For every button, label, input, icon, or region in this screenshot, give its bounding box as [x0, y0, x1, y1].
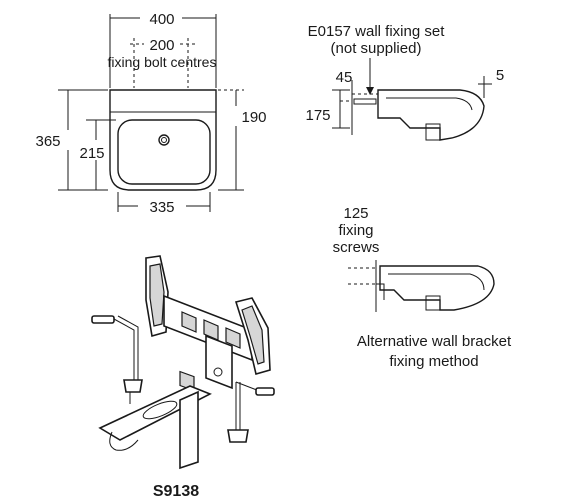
dim-5: 5 — [496, 67, 504, 84]
wall-fixing-label: E0157 wall fixing set — [308, 23, 446, 40]
dim-190: 190 — [241, 109, 266, 126]
fixing-bolt-right — [227, 381, 275, 443]
floor-leg — [179, 390, 199, 470]
dim-175: 175 — [305, 107, 330, 124]
wall-fixing-note: (not supplied) — [331, 40, 422, 57]
alt-caption-line2: fixing method — [389, 353, 478, 370]
dim-215: 215 — [79, 145, 104, 162]
dim-45: 45 — [336, 69, 353, 86]
drain-icon — [158, 134, 170, 146]
fixing-bolt-left — [91, 315, 143, 404]
dim-400: 400 — [149, 11, 174, 28]
bracket-plate — [205, 334, 233, 390]
screws-value: 125 — [343, 205, 368, 222]
bracket-assembly: S9138 — [91, 255, 275, 500]
basin-bowl — [117, 119, 211, 185]
screws-line1: fixing — [338, 222, 373, 239]
dim-200: 200 — [149, 37, 174, 54]
dim-335: 335 — [149, 199, 174, 216]
screws-line2: screws — [333, 239, 380, 256]
alt-caption-line1: Alternative wall bracket — [357, 333, 512, 350]
alternative-view: 125 fixing screws Alternative wall brack… — [333, 205, 512, 370]
front-view: 400 200 fixing bolt centres 365 215 190 … — [35, 11, 266, 216]
fixing-bolt-caption: fixing bolt centres — [108, 54, 217, 70]
dim-365: 365 — [35, 133, 60, 150]
fixing-bolt — [353, 98, 377, 105]
side-view: E0157 wall fixing set (not supplied) 45 … — [305, 23, 504, 141]
bracket-code: S9138 — [153, 483, 199, 500]
basin-side-profile-alt — [379, 265, 495, 311]
basin-outline — [109, 89, 217, 191]
